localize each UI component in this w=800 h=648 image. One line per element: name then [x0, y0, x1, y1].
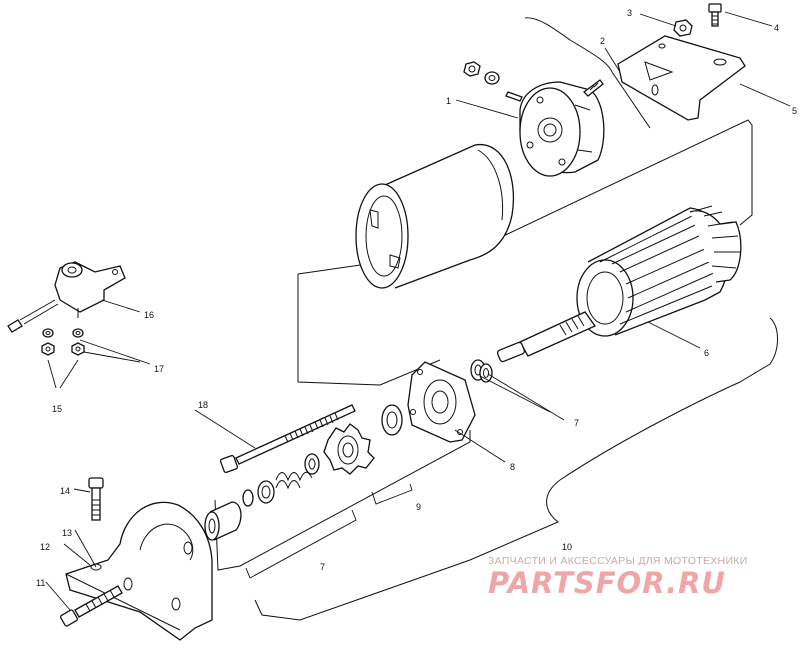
callout-2: 2	[600, 36, 605, 46]
callout-7-lower: 7	[320, 562, 325, 572]
stud-nut-washer	[463, 61, 500, 85]
bracket-nut	[673, 19, 693, 37]
leader-lines	[45, 11, 791, 611]
callout-1: 1	[446, 96, 451, 106]
pinion-drive	[323, 404, 403, 475]
armature-washers	[470, 359, 493, 383]
callout-8: 8	[510, 462, 515, 472]
callout-15: 15	[52, 404, 62, 414]
through-stud-top	[505, 79, 604, 102]
callout-16: 16	[144, 310, 154, 320]
end-cap	[519, 81, 605, 177]
callout-9: 9	[416, 502, 421, 512]
watermark-tagline: ЗАПЧАСТИ И АКСЕССУАРЫ ДЛЯ МОТОТЕХНИКИ	[488, 555, 748, 567]
vertical-bolt	[88, 477, 104, 521]
armature	[496, 205, 742, 363]
callout-18: 18	[198, 400, 208, 410]
callout-11: 11	[36, 578, 45, 588]
spring-collar-sleeve	[204, 453, 320, 541]
callout-5: 5	[792, 106, 797, 116]
callout-labels: 1 2 3 4 5 6 7 7 8 9 10 11 12 13 14 15 16…	[36, 8, 797, 588]
lower-mounting-bracket	[65, 501, 213, 641]
callout-17: 17	[154, 364, 164, 374]
drive-end-plate	[407, 361, 476, 443]
horizontal-bolt	[60, 585, 123, 627]
mounting-bracket	[617, 35, 746, 121]
callout-4: 4	[774, 23, 779, 33]
terminal-nuts-washers	[41, 328, 85, 356]
callout-12: 12	[40, 542, 50, 552]
field-frame-housing	[355, 144, 515, 289]
through-bolt	[219, 404, 356, 474]
callout-14: 14	[60, 486, 70, 496]
starter-solenoid	[7, 261, 126, 333]
callout-6: 6	[704, 348, 709, 358]
callout-3: 3	[627, 8, 632, 18]
callout-10: 10	[562, 542, 572, 552]
bracket-bolt	[708, 3, 722, 27]
watermark-logo: PARTSFOR.RU	[488, 566, 726, 600]
callout-7-upper: 7	[574, 418, 579, 428]
callout-13: 13	[62, 528, 72, 538]
